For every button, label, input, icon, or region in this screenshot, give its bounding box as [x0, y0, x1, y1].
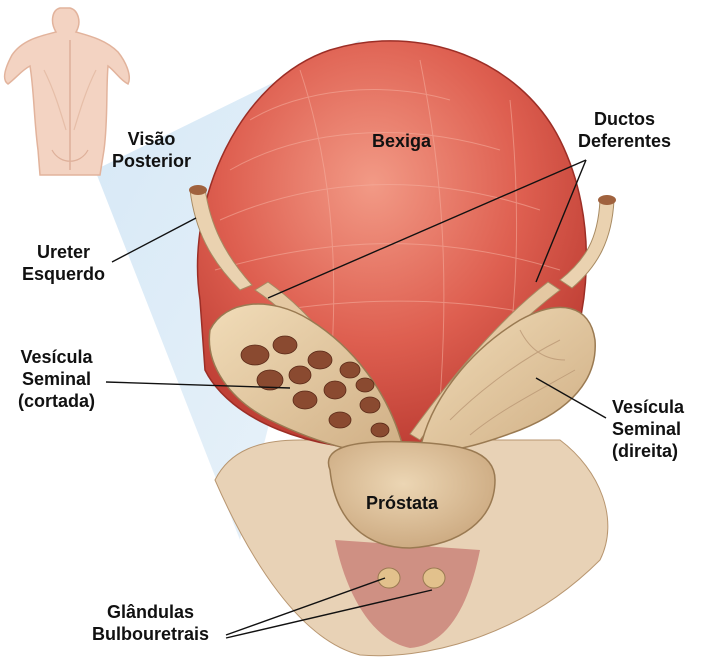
seminal-vesicle-cut-label-line2: Seminal	[21, 369, 92, 389]
seminal-vesicle-right-label-line3: (direita)	[612, 441, 679, 461]
seminal-vesicle-cut-label-line3: (cortada)	[18, 391, 96, 411]
bulbourethral-label-line2: Bulbouretrais	[92, 624, 210, 644]
vas-deferens-label-line1: Ductos	[594, 109, 656, 129]
left-ureter-label: Ureter Esquerdo	[22, 241, 105, 285]
urethral-region	[335, 540, 480, 648]
bulbourethral-gland-left	[377, 567, 401, 589]
seminal-vesicle-right-label: Vesícula Seminal (direita)	[612, 396, 684, 462]
seminal-vesicle-cut-label: Vesícula Seminal (cortada)	[18, 346, 95, 412]
left-ureter-shape	[189, 187, 253, 291]
right-ureter-shape	[559, 199, 615, 289]
bulbourethral-gland-right	[422, 567, 446, 589]
view-label-line1: Visão	[127, 129, 176, 149]
seminal-vesicle-right-label-line1: Vesícula	[612, 397, 685, 417]
view-label-line2: Posterior	[112, 151, 192, 171]
bulbourethral-label-line1: Glândulas	[107, 602, 195, 622]
seminal-vesicle-right-shape	[419, 306, 596, 453]
vas-deferens-label: Ductos Deferentes	[578, 108, 671, 152]
left-ureter-label-line2: Esquerdo	[22, 264, 106, 284]
seminal-vesicle-lumen	[240, 335, 390, 438]
prostate-label: Próstata	[366, 493, 439, 513]
bladder-label: Bexiga	[372, 131, 432, 151]
muscle-fibers	[214, 59, 561, 411]
prostate-shape	[327, 440, 496, 549]
leader-lines	[105, 159, 607, 639]
seminal-vesicle-cut-label-line1: Vesícula	[20, 347, 93, 367]
left-ureter-label-line1: Ureter	[36, 242, 91, 262]
vas-deferens-label-line2: Deferentes	[578, 131, 672, 151]
view-label: Visão Posterior	[112, 128, 191, 172]
bulbourethral-label: Glândulas Bulbouretrais	[92, 601, 209, 645]
torso-thumbnail	[3, 7, 130, 176]
seminal-vesicle-right-label-line2: Seminal	[612, 419, 682, 439]
